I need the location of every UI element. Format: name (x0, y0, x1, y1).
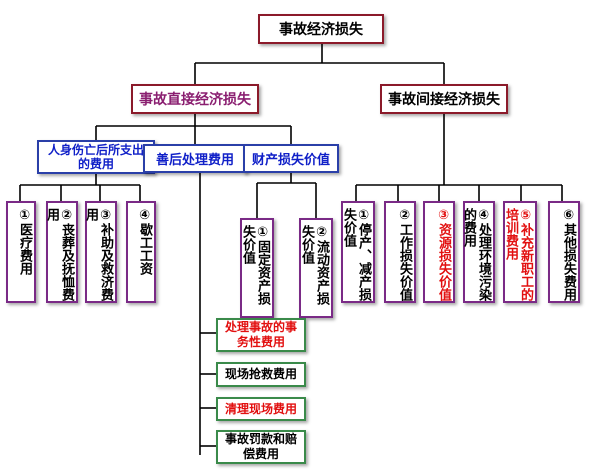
indirect-item-label: ④处理环境污染的费用 (461, 208, 491, 301)
indirect-item: ③资源损失价值 (423, 201, 455, 303)
indirect-item-label: ②工作损失价值 (397, 208, 412, 301)
injury-item-label: ④歇工工资 (137, 208, 152, 275)
injury-cost-label: 人身伤亡后所支出的费用 (47, 143, 144, 171)
aftermath-item-label: 现场抢救费用 (224, 367, 297, 381)
injury-item: ③补助及救济费用 (83, 201, 117, 303)
injury-item: ④歇工工资 (126, 201, 156, 303)
injury-item: ①医疗费用 (6, 201, 36, 303)
indirect-item: ①停产、减产损失价值 (341, 201, 375, 303)
injury-cost-node: 人身伤亡后所支出的费用 (37, 140, 155, 174)
indirect-item: ②工作损失价值 (384, 201, 416, 303)
aftermath-item: 事故罚款和赔偿费用 (216, 430, 306, 464)
injury-item-label: ①医疗费用 (17, 208, 32, 275)
root-label: 事故经济损失 (279, 22, 363, 38)
root-node: 事故经济损失 (258, 14, 384, 44)
aftermath-cost-node: 善后处理费用 (143, 144, 247, 173)
injury-item: ②丧葬及抚恤费用 (44, 201, 78, 303)
injury-item-label: ②丧葬及抚恤费用 (44, 208, 74, 301)
indirect-loss-label: 事故间接经济损失 (388, 92, 500, 108)
aftermath-item-label: 处理事故的事务性费用 (224, 320, 297, 349)
aftermath-item-label: 清理现场费用 (224, 401, 297, 416)
property-item: ①固定资产损失价值 (240, 218, 274, 318)
aftermath-item: 清理现场费用 (216, 397, 306, 421)
indirect-item-label: ⑥其他损失费用 (561, 208, 576, 301)
indirect-item: ⑤补充新职工的培训费用 (503, 201, 537, 303)
direct-loss-label: 事故直接经济损失 (139, 92, 251, 108)
aftermath-item: 处理事故的事务性费用 (216, 318, 306, 352)
indirect-item: ⑥其他损失费用 (548, 201, 580, 303)
aftermath-item-label: 事故罚款和赔偿费用 (224, 432, 297, 461)
direct-loss-node: 事故直接经济损失 (131, 84, 259, 114)
property-loss-node: 财产损失价值 (243, 144, 339, 173)
indirect-item: ④处理环境污染的费用 (461, 201, 495, 303)
indirect-loss-node: 事故间接经济损失 (380, 84, 508, 114)
property-item-label: ②流动资产损失价值 (299, 225, 329, 305)
aftermath-item: 现场抢救费用 (216, 362, 306, 387)
property-item: ②流动资产损失价值 (299, 218, 333, 318)
indirect-item-label: ③资源损失价值 (436, 208, 451, 301)
injury-item-label: ③补助及救济费用 (83, 208, 113, 301)
property-loss-label: 财产损失价值 (251, 153, 330, 168)
indirect-item-label: ⑤补充新职工的培训费用 (503, 208, 533, 301)
indirect-item-label: ①停产、减产损失价值 (341, 208, 371, 301)
property-item-label: ①固定资产损失价值 (240, 225, 270, 305)
aftermath-cost-label: 善后处理费用 (155, 153, 234, 168)
